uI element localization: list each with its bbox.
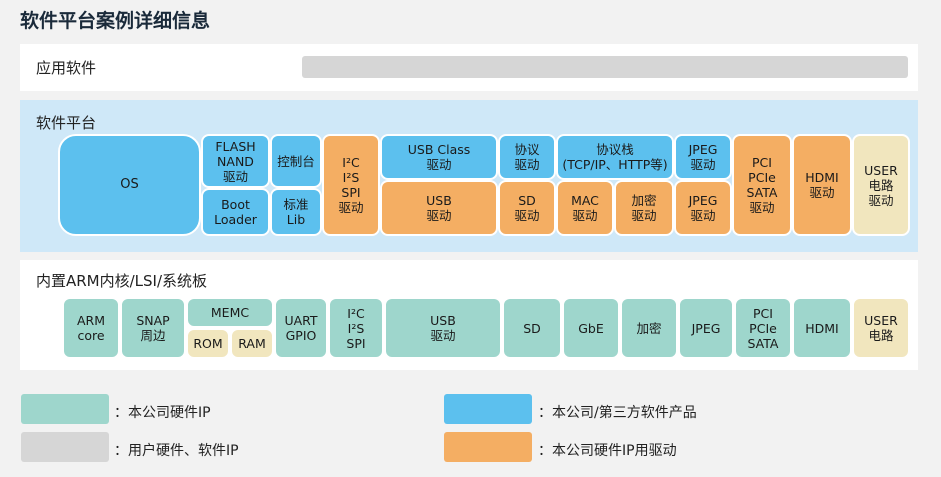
i2c-i2s-spi-driver-block: I²C I²S SPI 驱动 — [322, 134, 380, 236]
boot-loader-block: Boot Loader — [201, 188, 270, 236]
jpeg-driver-top-block: JPEG 驱动 — [674, 134, 732, 180]
rom-block: ROM — [186, 328, 230, 359]
legend-swatch-user-ip — [21, 432, 109, 462]
hdmi-driver-block: HDMI 驱动 — [792, 134, 852, 236]
mac-driver-block: MAC 驱动 — [556, 180, 614, 236]
std-lib-block: 标准 Lib — [270, 188, 322, 236]
gbe-block: GbE — [562, 297, 620, 359]
protocol-stack-block: 协议栈 (TCP/IP、HTTP等) — [556, 134, 674, 180]
memc-block: MEMC — [186, 297, 274, 328]
console-block: 控制台 — [270, 134, 322, 188]
page-title: 软件平台案例详细信息 — [20, 10, 211, 32]
legend-swatch-company-hw-ip — [21, 394, 109, 424]
legend-label-sw-products: ：本公司/第三方软件产品 — [538, 405, 697, 421]
jpeg-driver-bottom-block: JPEG 驱动 — [674, 180, 732, 236]
hardware-label: 内置ARM内核/LSI/系统板 — [36, 272, 208, 290]
crypto-driver-block: 加密 驱动 — [614, 180, 674, 236]
flash-nand-driver-block: FLASH NAND 驱动 — [201, 134, 270, 188]
protocol-driver-block: 协议 驱动 — [498, 134, 556, 180]
crypto-hw-block: 加密 — [620, 297, 678, 359]
usb-hw-block: USB 驱动 — [384, 297, 502, 359]
sd-driver-block: SD 驱动 — [498, 180, 556, 236]
user-circuit-block: USER 电路 — [852, 297, 910, 359]
usb-class-driver-block: USB Class 驱动 — [380, 134, 498, 180]
user-circuit-driver-block: USER 电路 驱动 — [852, 134, 910, 236]
pci-pcie-sata-hw-block: PCI PCIe SATA — [734, 297, 792, 359]
software-platform-label: 软件平台 — [36, 114, 97, 132]
jpeg-hw-block: JPEG — [678, 297, 734, 359]
snap-peripheral-block: SNAP 周边 — [120, 297, 186, 359]
legend-swatch-sw-products — [444, 394, 532, 424]
uart-gpio-block: UART GPIO — [274, 297, 328, 359]
arm-core-block: ARM core — [62, 297, 120, 359]
legend-label-user-ip: ：用户硬件、软件IP — [114, 443, 239, 459]
legend-label-company-hw-ip: ：本公司硬件IP — [114, 405, 211, 421]
pci-pcie-sata-driver-block: PCI PCIe SATA 驱动 — [732, 134, 792, 236]
sd-hw-block: SD — [502, 297, 562, 359]
app-software-band: 应用软件 — [20, 44, 918, 91]
ram-block: RAM — [230, 328, 274, 359]
i2c-i2s-spi-block: I²C I²S SPI — [328, 297, 384, 359]
app-software-label: 应用软件 — [36, 59, 97, 77]
hdmi-hw-block: HDMI — [792, 297, 852, 359]
usb-driver-block: USB 驱动 — [380, 180, 498, 236]
app-software-bar — [302, 56, 908, 78]
legend-label-hw-ip-driver: ：本公司硬件IP用驱动 — [538, 443, 677, 459]
legend-swatch-hw-ip-driver — [444, 432, 532, 462]
os-block: OS — [58, 134, 201, 236]
